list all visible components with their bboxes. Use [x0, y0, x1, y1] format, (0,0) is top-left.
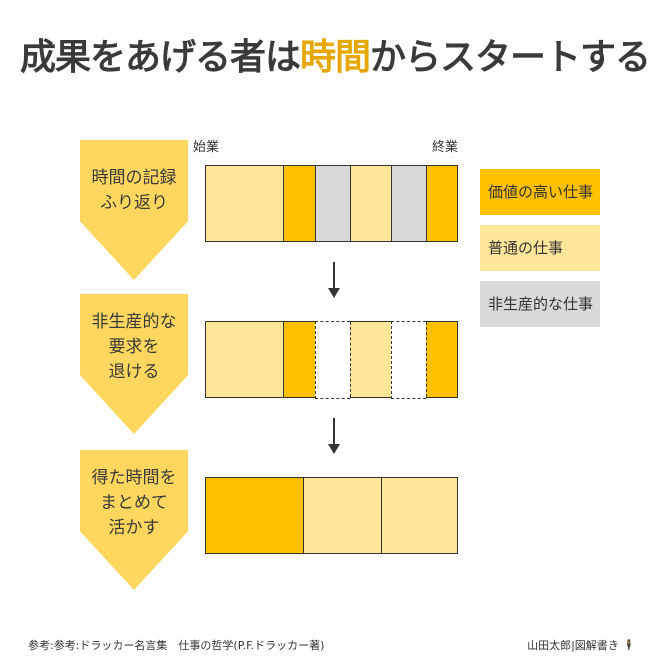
step-3-line-3: 活かす: [108, 518, 160, 538]
step-1-arrow: 時間の記録 ふり返り: [80, 140, 188, 280]
title-post: からスタートする: [370, 37, 651, 78]
down-arrow-2: [328, 418, 340, 454]
bar-3-segment-high: [206, 478, 304, 553]
time-bar-consolidate: [205, 477, 458, 554]
bar-2-segment-normal: [206, 322, 284, 397]
step-3-line-1: 得た時間を: [91, 468, 177, 488]
axis-start-label: 始業: [193, 140, 220, 155]
author-credit: 山田太郎|図解書き 🕴: [527, 637, 636, 653]
step-2-line-2: 要求を: [108, 337, 160, 357]
bar-1-segment-normal: [349, 166, 392, 241]
step-3-line-2: まとめて: [100, 493, 168, 513]
bar-2-segment-removed: [391, 320, 427, 399]
page-title: 成果をあげる者は時間からスタートする: [0, 28, 670, 80]
bar-1-segment-non: [315, 166, 350, 241]
bar-2-segment-high: [283, 322, 316, 397]
bar-1-segment-high: [283, 166, 316, 241]
bar-2-segment-removed: [315, 320, 350, 399]
title-pre: 成果をあげる者は: [19, 37, 301, 78]
bar-1-segment-normal: [206, 166, 284, 241]
legend-normal: 普通の仕事: [480, 225, 600, 271]
title-highlight: 時間: [299, 37, 371, 78]
legend-high-value: 価値の高い仕事: [480, 169, 600, 215]
bar-1-segment-high: [426, 166, 457, 241]
bar-3-segment-normal: [380, 478, 457, 553]
step-1-line-1: 時間の記録: [91, 168, 177, 188]
figure-icon: 🕴: [622, 639, 636, 652]
axis-end-label: 終業: [432, 140, 459, 155]
legend-non-productive: 非生産的な仕事: [480, 281, 600, 327]
bar-1-segment-non: [391, 166, 427, 241]
step-1-line-2: ふり返り: [100, 193, 168, 213]
source-note: 参考:参考:ドラッカー名言集 仕事の哲学(P.F.ドラッカー著): [28, 639, 325, 652]
author-name: 山田太郎|図解書き: [527, 639, 619, 652]
step-2-line-3: 退ける: [108, 362, 160, 382]
step-2-arrow: 非生産的な 要求を 退ける: [80, 294, 188, 434]
bar-2-segment-high: [426, 322, 457, 397]
down-arrow-1: [328, 262, 340, 298]
step-2-line-1: 非生産的な: [91, 312, 177, 332]
bar-2-segment-normal: [349, 322, 392, 397]
step-3-arrow: 得た時間を まとめて 活かす: [80, 450, 188, 590]
time-bar-record: [205, 165, 458, 242]
bar-3-segment-normal: [303, 478, 381, 553]
time-bar-reject: [205, 320, 458, 399]
